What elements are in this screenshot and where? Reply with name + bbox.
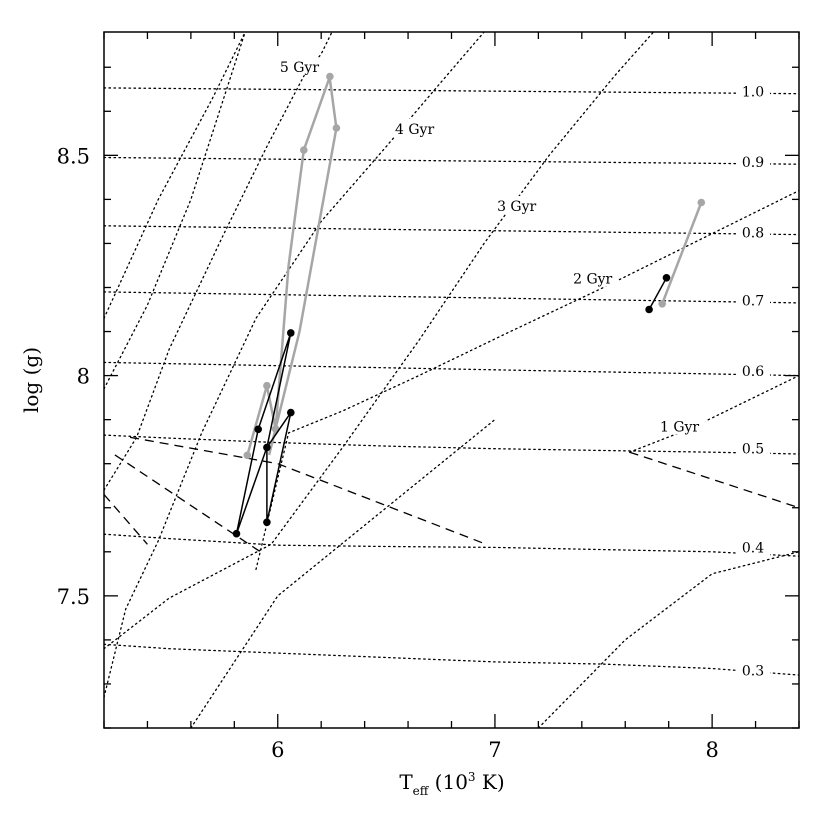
mass-line-3 [104, 291, 799, 304]
mass-label-3: 0.7 [742, 294, 764, 310]
isochrone-line-7 [190, 418, 496, 728]
track-point-0-0 [243, 451, 252, 460]
mass-label-2: 0.8 [742, 225, 764, 241]
isochrone-label-bg-1 [566, 268, 619, 287]
track-point-2-1 [254, 425, 262, 434]
isochrone-label-1: 2 Gyr [573, 272, 612, 288]
plot-series [232, 72, 706, 538]
mass-line-7 [104, 643, 799, 676]
track-line-1 [661, 202, 703, 305]
isochrone-line-3 [104, 32, 485, 698]
y-axis-title: log (g) [19, 347, 43, 413]
boundary-line-1 [114, 454, 261, 553]
mass-label-0: 1.0 [742, 84, 764, 100]
mass-label-bg-4 [736, 361, 770, 382]
axis-ticks [103, 32, 800, 729]
isochrone-label-bg-4 [273, 57, 326, 76]
boundary-line-0 [104, 494, 148, 545]
mass-label-bg-1 [736, 151, 770, 172]
mass-label-7: 0.3 [742, 664, 764, 680]
track-point-1-1 [697, 198, 706, 207]
track-point-0-3 [300, 146, 308, 154]
mass-label-4: 0.6 [742, 364, 764, 380]
isochrone-label-3: 4 Gyr [395, 122, 434, 138]
track-point-1-0 [658, 300, 666, 308]
track-point-2-2 [287, 329, 295, 337]
plot-frame [103, 31, 800, 729]
mass-label-6: 0.4 [742, 540, 764, 556]
isochrone-line-2 [104, 32, 655, 650]
mass-line-1 [104, 156, 799, 165]
isochrone-line-8 [537, 551, 799, 728]
track-point-0-1 [263, 381, 271, 390]
mass-label-bg-5 [736, 438, 770, 459]
track-line-0 [246, 75, 338, 456]
x-axis-title: Teff (103 K) [399, 770, 504, 798]
y-tick-label-0: 7.5 [57, 585, 90, 609]
isochrone-line-0 [628, 374, 799, 453]
track-point-2-5 [287, 408, 295, 417]
track-line-3 [648, 277, 668, 310]
mass-label-bg-3 [736, 290, 770, 311]
mass-line-6 [104, 533, 799, 557]
track-point-2-4 [263, 518, 271, 527]
x-tick-label-1: 7 [488, 738, 501, 762]
isochrone-label-bg-2 [490, 196, 543, 214]
isochrone-line-5 [104, 32, 246, 319]
track-point-2-0 [232, 529, 241, 538]
isochrone-label-4: 5 Gyr [280, 60, 319, 76]
mass-label-bg-0 [736, 81, 770, 102]
isochrone-label-bg-0 [653, 416, 706, 435]
track-point-0-4 [326, 72, 334, 81]
isochrone-line-4 [104, 32, 333, 491]
mass-label-bg-2 [736, 222, 770, 243]
plot-lines [104, 32, 799, 728]
isochrone-label-2: 3 Gyr [497, 199, 536, 215]
mass-label-1: 0.9 [742, 155, 764, 171]
track-point-2-3 [263, 443, 271, 452]
mass-line-0 [104, 87, 799, 95]
chart-labels: 1.0 0.9 0.8 0.7 0.6 0.5 0.4 0.3 1 Gyr 2 Gyr 3 Gyr 4… [57, 57, 770, 762]
mass-label-bg-7 [736, 660, 770, 681]
mass-line-2 [104, 225, 799, 236]
x-tick-label-2: 8 [705, 738, 718, 762]
mass-label-5: 0.5 [742, 441, 764, 457]
isochrone-label-0: 1 Gyr [660, 419, 699, 435]
boundary-line-2 [129, 436, 487, 545]
x-tick-label-0: 6 [271, 738, 284, 762]
mass-label-bg-6 [736, 537, 770, 558]
y-tick-label-2: 8.5 [57, 144, 90, 168]
mass-line-4 [104, 361, 799, 377]
track-line-2 [235, 332, 292, 534]
track-point-3-1 [662, 274, 671, 282]
isochrone-line-1 [255, 189, 799, 571]
boundary-line-3 [629, 451, 799, 509]
track-point-3-0 [645, 305, 653, 314]
mass-line-5 [104, 434, 799, 455]
y-tick-label-1: 8 [77, 365, 90, 389]
isochrone-label-bg-3 [388, 118, 441, 137]
track-point-0-5 [332, 124, 341, 132]
isochrone-line-6 [104, 32, 246, 390]
